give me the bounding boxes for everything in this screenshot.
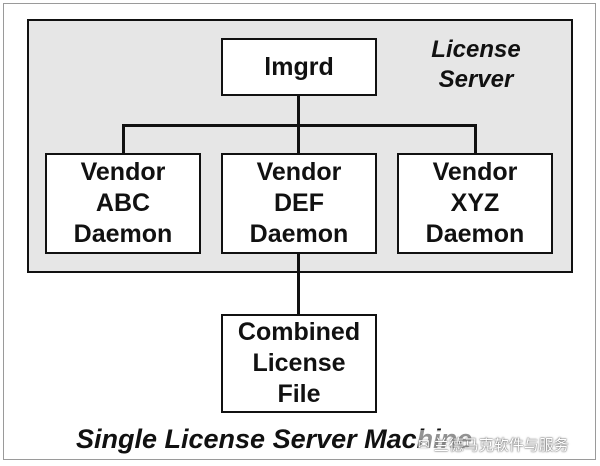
def-to-license-file-connector xyxy=(297,252,300,316)
figure-frame xyxy=(3,3,596,460)
vendor-abc-connector xyxy=(122,124,125,154)
lmgrd-down-connector xyxy=(297,94,300,126)
watermark-text: 兰德马克软件与服务 xyxy=(433,436,569,454)
chat-bubble-icon: ✉ xyxy=(418,435,430,452)
lmgrd-box: lmgrd xyxy=(221,38,377,96)
license-server-label: License Server xyxy=(431,36,521,93)
vendor-xyz-daemon-box: Vendor XYZ Daemon xyxy=(397,153,553,254)
vendor-abc-daemon-box: Vendor ABC Daemon xyxy=(45,153,201,254)
watermark: ✉ 兰德马克软件与服务 xyxy=(418,430,594,458)
combined-license-file-box: Combined License File xyxy=(221,314,377,413)
vendor-xyz-connector xyxy=(474,124,477,154)
vendor-def-daemon-box: Vendor DEF Daemon xyxy=(221,153,377,254)
diagram-caption: Single License Server Machine xyxy=(76,424,473,454)
vendor-def-connector xyxy=(297,124,300,154)
